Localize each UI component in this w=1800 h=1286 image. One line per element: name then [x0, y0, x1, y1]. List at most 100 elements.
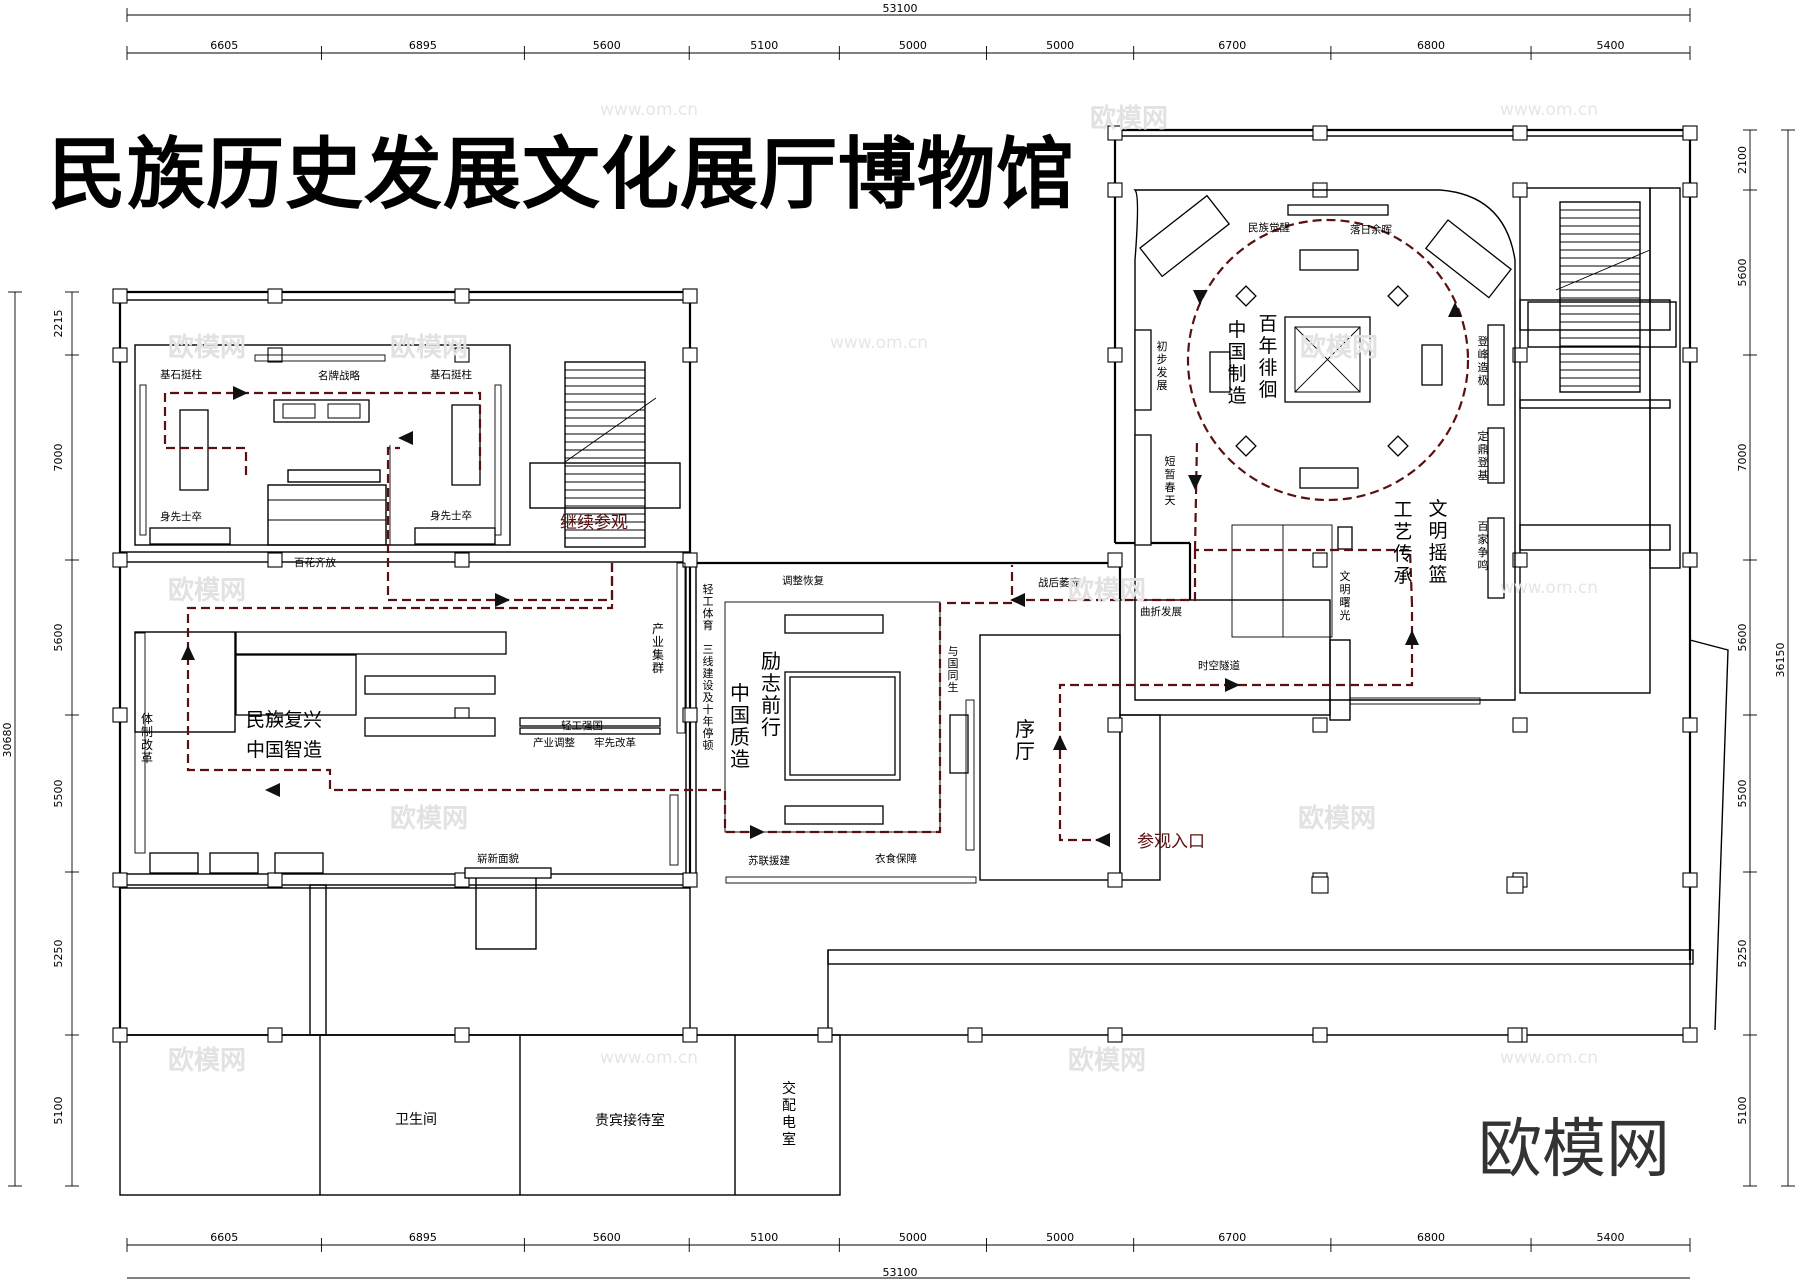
dim-right-segment: 2100	[1736, 146, 1749, 174]
vertical-label: 登峰造极	[1478, 334, 1489, 387]
dim-segment: 6895	[409, 1231, 437, 1244]
vertical-label: 与国同生	[948, 645, 959, 694]
label-shenxian-left: 身先士卒	[160, 510, 202, 523]
dim-segment: 5600	[593, 1231, 621, 1244]
vertical-label: 中国质造	[730, 681, 750, 771]
column	[1512, 717, 1528, 733]
stair-right	[1527, 201, 1677, 393]
watermark-url: www.om.cn	[1500, 1048, 1599, 1068]
route-arrow	[1448, 302, 1462, 317]
column	[454, 552, 470, 568]
column	[267, 288, 283, 304]
dim-segment: 6895	[409, 39, 437, 52]
route-arrow	[1405, 630, 1419, 645]
dim-right-segment: 5600	[1736, 259, 1749, 287]
column	[1512, 182, 1528, 198]
dim-total-top: 53100	[883, 2, 918, 15]
column	[454, 288, 470, 304]
vertical-label: 工艺传承	[1393, 499, 1412, 587]
column	[112, 552, 128, 568]
watermark: 欧模网	[390, 804, 469, 834]
label-quzhe: 曲折发展	[1140, 605, 1182, 618]
dim-segment: 5600	[593, 39, 621, 52]
dim-segment: 5000	[899, 1231, 927, 1244]
label-zhanhou: 战后萎靡	[1038, 576, 1080, 589]
column	[1107, 1027, 1123, 1043]
column	[1512, 125, 1528, 141]
route-arrow	[1095, 833, 1110, 847]
column	[1512, 347, 1528, 363]
dim-segment: 5000	[1046, 39, 1074, 52]
label-weisheng: 卫生间	[395, 1112, 437, 1128]
dim-segment: 5000	[899, 39, 927, 52]
display-plinth	[1387, 435, 1409, 457]
watermark: 欧模网	[168, 333, 247, 363]
column	[1107, 552, 1123, 568]
column	[817, 1027, 833, 1043]
dim-left-segment: 7000	[52, 444, 65, 472]
column	[682, 872, 698, 888]
route-arrow	[495, 593, 510, 607]
column	[1107, 717, 1123, 733]
column	[267, 1027, 283, 1043]
vertical-label: 产业集群	[652, 622, 664, 675]
column	[682, 552, 698, 568]
dim-left-segment: 5600	[52, 624, 65, 652]
route-arrows	[181, 290, 1462, 847]
column	[682, 1027, 698, 1043]
label-minzu-fuxing-1: 民族复兴	[246, 709, 322, 731]
vertical-label: 百年徘徊	[1258, 313, 1277, 401]
column	[454, 347, 470, 363]
dim-segment: 5100	[750, 1231, 778, 1244]
dim-right-segment: 5500	[1736, 780, 1749, 808]
label-chanye-tiaozheng: 产业调整	[533, 736, 575, 749]
column	[267, 872, 283, 888]
watermark-url: www.om.cn	[600, 1048, 699, 1068]
column	[682, 707, 698, 723]
display-plinth	[1235, 435, 1257, 457]
column	[682, 347, 698, 363]
label-zhanxin: 崭新面貌	[477, 852, 519, 865]
column	[682, 288, 698, 304]
label-sulian: 苏联援建	[748, 854, 790, 867]
vertical-label: 文明摇篮	[1428, 498, 1447, 586]
column	[1312, 1027, 1328, 1043]
label-minzu-fuxing-2: 中国智造	[246, 739, 322, 761]
dim-segment: 5000	[1046, 1231, 1074, 1244]
route-arrow	[1193, 290, 1207, 305]
column	[1507, 1027, 1523, 1043]
column	[1107, 182, 1123, 198]
column	[267, 552, 283, 568]
rotunda-route	[1186, 218, 1470, 502]
dim-left-segment: 5500	[52, 780, 65, 808]
page-title: 民族历史发展文化展厅博物馆	[48, 130, 1076, 220]
dim-segment: 5100	[750, 39, 778, 52]
label-laoxian: 牢先改革	[594, 736, 636, 749]
vertical-labels: 体制改革产业集群轻工体育三线建设及十年停顿中国质造励志前行与国同生序厅初步发展短…	[141, 313, 1489, 1148]
display-plinth	[1387, 285, 1409, 307]
label-baihua: 百花齐放	[294, 556, 336, 569]
labels: 基石挺柱 名牌战略 基石挺柱 身先士卒 身先士卒 百花齐放 继续参观 轻工强国 …	[160, 221, 1392, 1129]
dim-segment: 6700	[1218, 39, 1246, 52]
column	[1682, 182, 1698, 198]
watermark: 欧模网	[1068, 1046, 1147, 1076]
column	[1312, 552, 1328, 568]
watermark: 欧模网	[1068, 576, 1147, 606]
column	[454, 1027, 470, 1043]
label-shikong: 时空隧道	[1198, 659, 1240, 672]
watermark-url: www.om.cn	[1500, 578, 1599, 598]
vertical-label: 轻工体育	[703, 582, 714, 632]
route-arrow	[1010, 593, 1025, 607]
column	[1682, 552, 1698, 568]
column	[1682, 125, 1698, 141]
column	[1311, 876, 1329, 894]
route-arrow	[1188, 475, 1202, 490]
outer-walls	[118, 128, 1729, 1196]
vertical-label: 励志前行	[761, 649, 781, 739]
dim-left-segment: 5100	[52, 1097, 65, 1125]
column	[112, 1027, 128, 1043]
